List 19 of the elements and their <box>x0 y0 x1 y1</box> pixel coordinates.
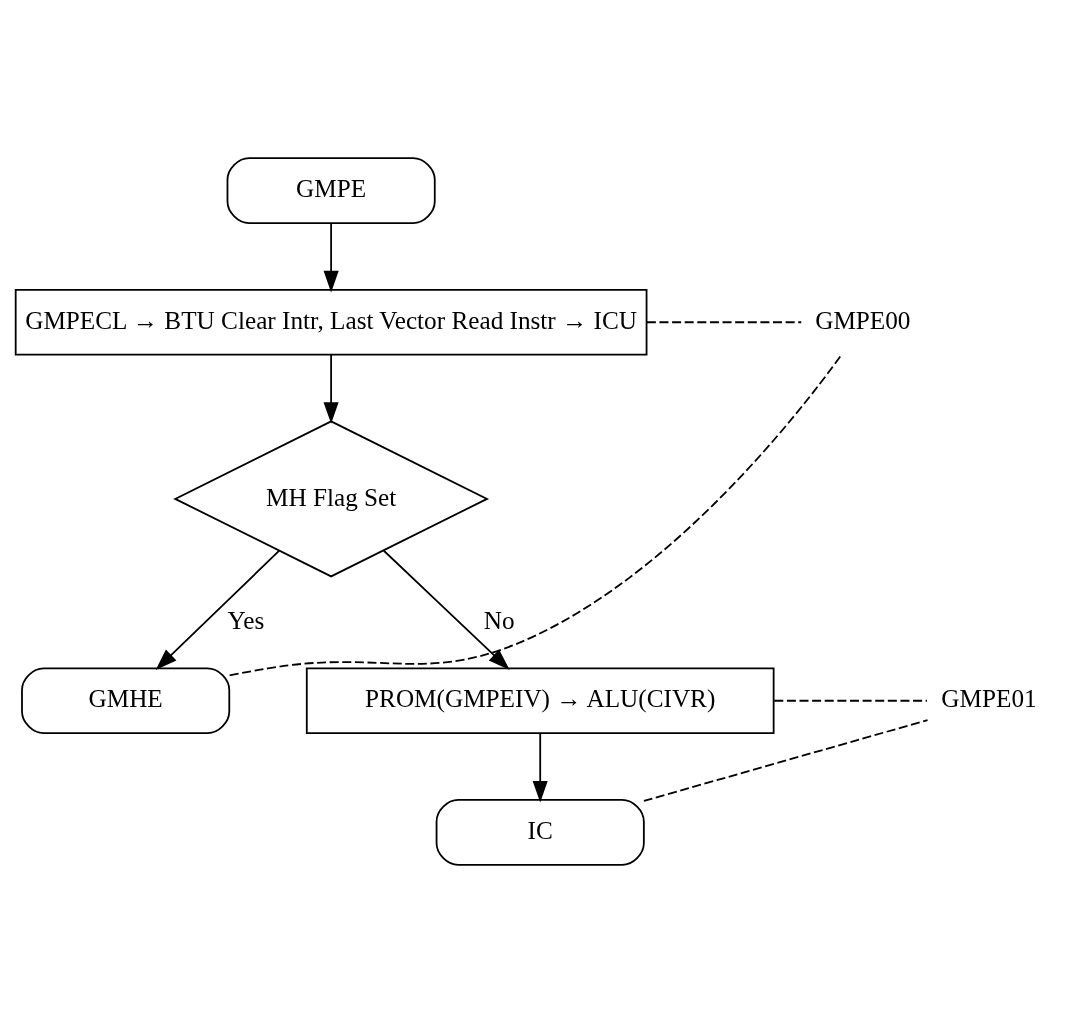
node-box: GMPE <box>226 156 436 224</box>
node-text: GMPE01 <box>941 684 1037 712</box>
node-box: PROM(GMPEIV) → ALU(CIVR) <box>305 666 775 734</box>
edge-label: Yes <box>227 606 265 634</box>
arrow <box>323 353 339 424</box>
arrow <box>383 549 510 670</box>
connector <box>773 699 928 702</box>
connector <box>643 718 929 802</box>
arrow <box>532 732 548 803</box>
edge-label: No <box>483 606 515 634</box>
arrow <box>323 222 339 292</box>
connector <box>228 353 843 676</box>
node-box: IC <box>435 798 645 866</box>
node-box: GMHE <box>21 666 231 734</box>
node-text: GMPE00 <box>815 306 911 334</box>
connector <box>645 320 803 323</box>
arrow <box>155 549 281 670</box>
node-box: GMPECL → BTU Clear Intr, Last Vector Read Instr → ICU <box>14 288 648 356</box>
node-diamond: MH Flag Set <box>173 419 490 577</box>
